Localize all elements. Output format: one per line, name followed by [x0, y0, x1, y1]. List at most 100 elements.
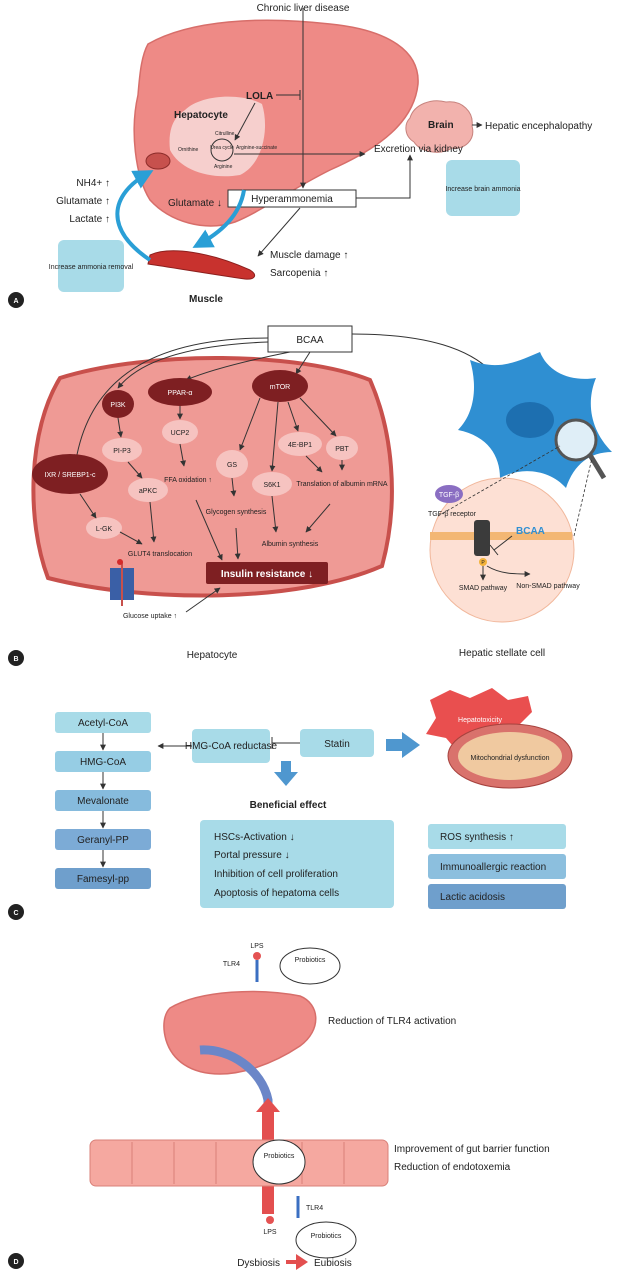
arginine-label: Arginine	[214, 164, 233, 170]
pathway-1: Acetyl-CoA	[78, 718, 128, 729]
chronic-liver-disease: Chronic liver disease	[257, 3, 350, 14]
statin-box	[300, 729, 374, 757]
mtor-node	[252, 370, 308, 402]
pathway-4: Geranyl-PP	[77, 835, 129, 846]
glucose-dot	[117, 559, 123, 565]
excretion-text: Excretion via kidney	[374, 144, 463, 155]
gs-node	[216, 450, 248, 478]
muscle-damage-arrow	[257, 207, 301, 257]
ffa-insulin	[195, 499, 223, 561]
s6k1-albumin	[271, 495, 279, 533]
ebp1-node	[278, 432, 322, 456]
improvement-label: Improvement of gut barrier function	[394, 1144, 550, 1155]
ebp1-label: 4E-BP1	[288, 442, 312, 449]
hsc-label: Hepatic stellate cell	[459, 648, 545, 659]
brain-icon	[405, 100, 474, 153]
tlr4-mid-label: TLR4	[306, 1205, 323, 1212]
mtor-label: mTOR	[270, 384, 290, 391]
brain-label: Brain	[428, 120, 454, 131]
lola-inhibit	[276, 90, 301, 100]
effect-3: Inhibition of cell proliferation	[214, 869, 338, 880]
nh4-label: NH4+ ↑	[76, 178, 110, 189]
pi3k-pip3	[117, 417, 124, 438]
probiotics-bubble-mid	[252, 1139, 306, 1185]
pip3-node	[102, 438, 142, 462]
mito-label: Mitochondrial dysfunction	[471, 755, 550, 762]
gs-label: GS	[227, 462, 237, 469]
glycogen-insulin	[234, 527, 241, 560]
probiotics-mid-label: Probiotics	[264, 1153, 295, 1160]
letter-b: B	[13, 656, 18, 663]
reduction-endo-label: Reduction of endotoxemia	[394, 1162, 511, 1173]
pathway-box-3	[55, 790, 151, 811]
portal-vein	[199, 1045, 273, 1140]
dysbiosis-eubiosis-arrow	[286, 1254, 308, 1270]
tgf-node	[435, 485, 463, 503]
statin-inhibit	[271, 737, 300, 749]
adverse-2: Immunoallergic reaction	[440, 862, 546, 873]
citrulline-label: Citrulline	[215, 131, 235, 137]
glutamate-up-label: Glutamate ↑	[56, 196, 110, 207]
mitochondrion-icon	[145, 152, 171, 170]
apkc-glut4	[149, 501, 157, 543]
argsucc-label: Arginine-succinate	[236, 145, 277, 151]
glucose-label: Glucose uptake ↑	[123, 613, 177, 620]
urea-cycle-circle	[210, 138, 234, 162]
dysbiosis-label: Dysbiosis	[237, 1258, 280, 1269]
mtor-s6k1	[269, 401, 279, 472]
panel-c: Acetyl-CoA HMG-CoA Mevalonate Geranyl-PP…	[55, 688, 573, 909]
ppar-label: PPAR-α	[168, 390, 193, 397]
bcaa-arrow-ixr	[73, 337, 269, 461]
hepatocyte-patch	[169, 96, 266, 177]
hepatocyte-label-a: Hepatocyte	[174, 110, 228, 121]
reductase-label: HMG-CoA reductase	[185, 741, 278, 752]
urea-cycle-label: Urea cycle	[210, 145, 234, 151]
tgf-receptor-label: TGF-β receptor	[428, 511, 477, 518]
hyperammonemia-label: Hyperammonemia	[251, 194, 333, 205]
ucp2-node	[162, 420, 198, 444]
hepatocyte-label-b: Hepatocyte	[187, 650, 238, 661]
hsc-nucleus	[506, 402, 554, 438]
liver-a	[133, 19, 419, 227]
insulin-box	[206, 562, 328, 584]
mtor-gs	[239, 397, 261, 451]
nonsmad-arrow	[486, 565, 531, 577]
panel-b: BCAA PI3K PPAR-α mTOR IXR / SREBP1-c PI-…	[31, 325, 612, 661]
pi3k-label: PI3K	[110, 402, 126, 409]
increase-removal-box	[58, 240, 124, 292]
bcaa-box	[267, 325, 353, 353]
pip3-label: PI-P3	[113, 448, 131, 455]
lps-top-label: LPS	[250, 943, 264, 950]
ppar-node	[148, 378, 212, 406]
statin-right-arrow	[386, 732, 420, 758]
adverse-1: ROS synthesis ↑	[440, 832, 514, 843]
panel-letters: A B C D	[8, 292, 24, 1269]
tgf-receptor-icon	[474, 520, 490, 556]
reduction-tlr4-label: Reduction of TLR4 activation	[328, 1016, 456, 1027]
probiotics-bubble-top	[279, 947, 341, 985]
brain-arrow	[356, 154, 413, 199]
lps-dot-bottom	[266, 1216, 274, 1224]
pathway-box-5	[55, 868, 151, 889]
s6k1-node	[252, 472, 292, 496]
sarcopenia-label: Sarcopenia ↑	[270, 268, 328, 279]
hsc-membrane	[430, 532, 572, 540]
albumin-label: Albumin synthesis	[262, 541, 319, 548]
lola-arrow	[234, 102, 256, 141]
ucp2-label: UCP2	[171, 430, 190, 437]
hsc-magnifier	[554, 418, 598, 462]
pbt-label: PBT	[335, 446, 349, 453]
letter-c: C	[13, 910, 18, 917]
tlr4-top-label: TLR4	[223, 961, 240, 968]
ucp2-ffa	[179, 443, 186, 467]
pbt-node	[326, 436, 358, 460]
hepatotoxicity-label: Hepatotoxicity	[458, 717, 502, 724]
ebp1-translation	[305, 455, 323, 473]
pip3-apkc	[127, 461, 143, 479]
effect-2: Portal pressure ↓	[214, 850, 290, 861]
bcaa-arrow-ppar	[185, 351, 291, 381]
insulin-label: Insulin resistance ↓	[221, 569, 313, 580]
beneficial-label: Beneficial effect	[250, 800, 327, 811]
ixr-lgk	[79, 493, 97, 519]
